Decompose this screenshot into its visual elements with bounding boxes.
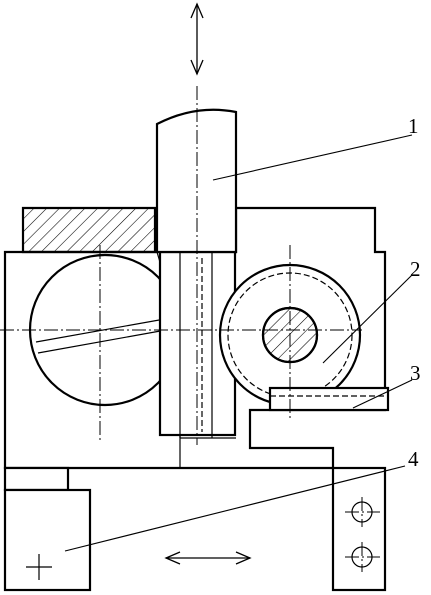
vertical-motion-arrow [190, 2, 204, 76]
horizontal-motion-arrow [164, 551, 252, 565]
eccentric-cam [28, 251, 182, 407]
leader-lines [64, 134, 413, 552]
hatched-clamp-block [21, 206, 157, 254]
right-bracket [331, 466, 387, 592]
callout-4: 4 [408, 447, 419, 471]
callout-1: 1 [408, 114, 419, 138]
callout-3: 3 [410, 361, 421, 385]
locating-block [3, 466, 92, 592]
callout-2: 2 [410, 257, 421, 281]
center-lines [0, 86, 362, 445]
slide-plate [268, 386, 390, 412]
